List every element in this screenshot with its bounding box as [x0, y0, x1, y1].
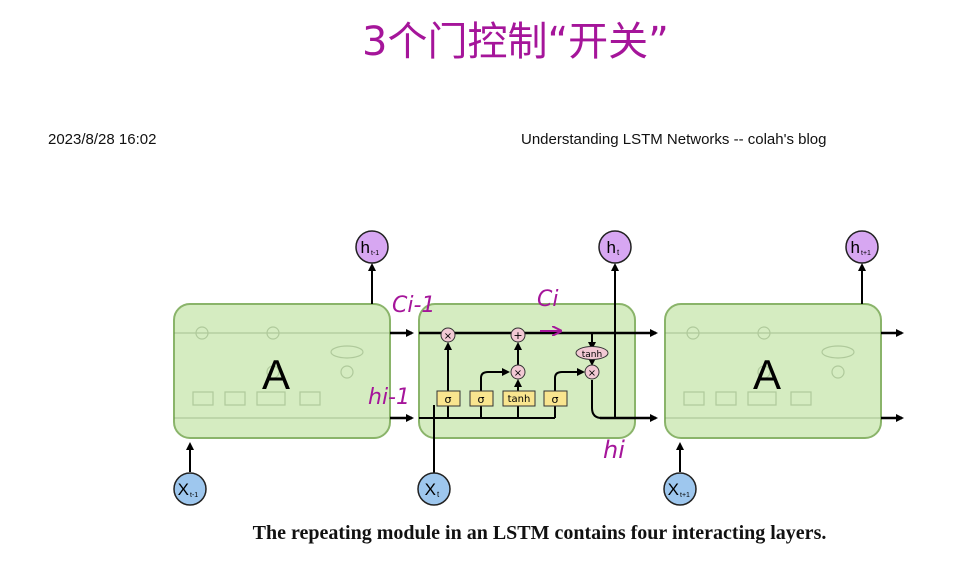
output-h-next: h t+1: [845, 230, 879, 264]
lstm-module-left: A: [173, 303, 391, 439]
op-multiply-output: ×: [588, 368, 596, 379]
output-h-next-label: h: [851, 238, 860, 257]
handwritten-c-curr: Ci: [537, 287, 558, 312]
op-multiply-input: ×: [514, 368, 522, 379]
input-x-next-sub: t+1: [680, 492, 690, 499]
print-date: 2023/8/28 16:02: [48, 131, 157, 148]
handwritten-c-prev: Ci-1: [392, 293, 435, 318]
input-x-prev: X t-1: [173, 472, 207, 506]
input-x-curr-sub: t: [437, 490, 440, 499]
output-h-prev-label: h: [361, 238, 370, 257]
input-x-curr-label: X: [425, 480, 436, 499]
layer-input-gate: σ: [478, 393, 485, 406]
layer-forget-gate: σ: [445, 393, 452, 406]
layer-tanh: tanh: [508, 394, 531, 405]
input-x-prev-label: X: [178, 480, 189, 499]
output-h-next-sub: t+1: [861, 250, 871, 257]
handwritten-note: 3个门控制“开关”: [362, 19, 669, 65]
page-title: Understanding LSTM Networks -- colah's b…: [521, 131, 827, 148]
op-tanh: tanh: [582, 350, 602, 360]
output-h-curr-label: h: [607, 238, 616, 257]
output-h-prev-sub: t-1: [371, 250, 379, 257]
lstm-module-right: A: [664, 303, 882, 439]
layer-output-gate: σ: [552, 393, 559, 406]
output-h-prev: h t-1: [355, 230, 389, 264]
handwritten-h-prev: hi-1: [368, 385, 410, 410]
module-label-left: A: [262, 351, 290, 398]
figure-caption: The repeating module in an LSTM contains…: [252, 522, 827, 544]
op-multiply-forget: ×: [444, 331, 452, 342]
input-x-next: X t+1: [663, 472, 697, 506]
input-x-next-label: X: [668, 480, 679, 499]
output-h-curr-sub: t: [617, 248, 620, 257]
op-add: +: [513, 329, 522, 342]
lstm-module-center: σ σ tanh σ × + × tanh ×: [390, 263, 658, 487]
input-x-prev-sub: t-1: [190, 492, 198, 499]
output-h-curr: h t: [598, 230, 632, 264]
input-x-curr: X t: [417, 472, 451, 506]
module-label-right: A: [753, 351, 781, 398]
handwritten-h-curr: hi: [603, 436, 625, 464]
